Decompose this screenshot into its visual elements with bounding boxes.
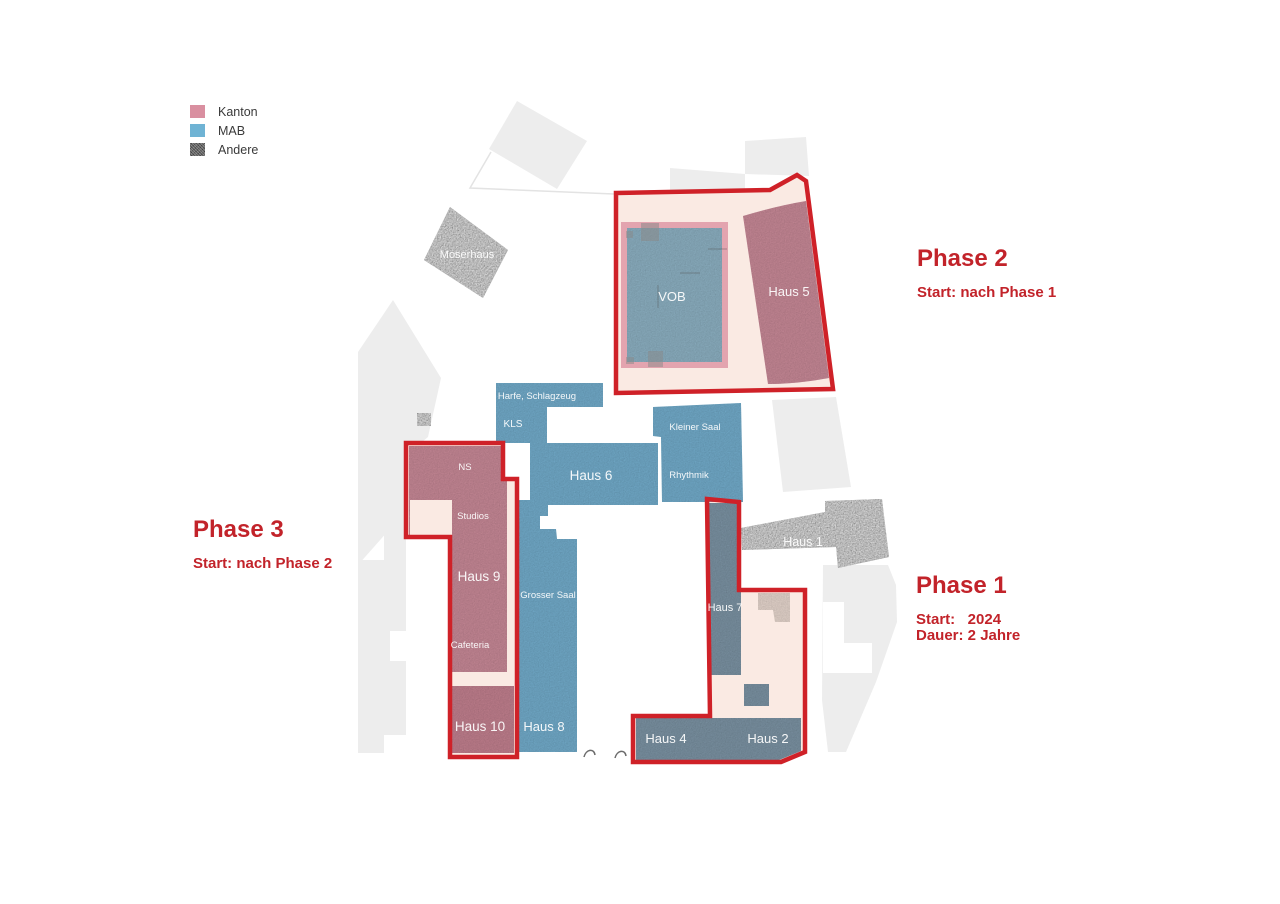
label-cafeteria: Cafeteria <box>451 640 490 651</box>
kanton-swatch <box>190 105 205 118</box>
phase1-outline <box>630 496 808 765</box>
vob-body <box>627 228 722 362</box>
building-haus1 <box>741 499 889 568</box>
mab-swatch <box>190 124 205 137</box>
bg-parcel-top <box>489 101 587 189</box>
legend-label-mab: MAB <box>218 123 246 138</box>
label-haus8: Haus 8 <box>523 719 564 734</box>
label-haus9: Haus 9 <box>458 569 501 584</box>
background-shapes <box>358 101 897 753</box>
mab-buildings <box>496 383 743 752</box>
phase3-title: Phase 3 <box>193 516 284 543</box>
building-haus6-complex <box>496 383 658 505</box>
phase1-start: Start: 2024 <box>916 611 1002 629</box>
label-kleiner-saal: Kleiner Saal <box>669 422 720 433</box>
bg-quad-north-a <box>670 168 745 192</box>
slate-buildings <box>636 503 801 760</box>
entrance-marks <box>583 749 627 759</box>
building-labels: Moserhaus VOB Haus 5 Harfe, Schlagzeug K… <box>440 249 823 746</box>
label-haus1: Haus 1 <box>783 535 823 549</box>
phase3-courtyard <box>410 500 452 536</box>
label-grosser-saal: Grosser Saal <box>520 590 575 601</box>
legend-row-mab: MAB <box>190 121 258 140</box>
label-haus10: Haus 10 <box>455 719 505 734</box>
legend-row-andere: Andere <box>190 140 258 159</box>
phase2-title: Phase 2 <box>917 245 1008 272</box>
vob-deco-b <box>648 351 663 367</box>
building-moserhaus <box>424 207 508 298</box>
label-haus7: Haus 7 <box>708 602 743 614</box>
phase2-annotation: Phase 2 Start: nach Phase 1 <box>917 245 1057 302</box>
legend: Kanton MAB Andere <box>190 102 258 159</box>
phase1-title: Phase 1 <box>916 572 1007 599</box>
label-haus2: Haus 2 <box>747 731 788 746</box>
andere-swatch <box>190 143 205 156</box>
phase2-start: Start: nach Phase 1 <box>917 284 1057 302</box>
label-moserhaus: Moserhaus <box>440 249 495 261</box>
existing-footprint-tan <box>758 593 790 622</box>
entrance-squiggle-a <box>583 749 596 758</box>
label-kls: KLS <box>504 419 523 430</box>
bg-strip-west-a <box>358 560 384 753</box>
andere-buildings <box>424 207 889 568</box>
vob-block <box>621 222 728 368</box>
phase2-outline <box>613 172 836 396</box>
label-studios: Studios <box>457 511 489 522</box>
bg-notch-west <box>390 631 408 661</box>
bg-quad-north-b <box>745 137 809 176</box>
phase3-start: Start: nach Phase 2 <box>193 555 333 573</box>
phase3-outline <box>403 440 520 760</box>
vob-deco-a <box>641 223 659 241</box>
vob-deco-c <box>626 231 633 238</box>
phase1-annotation: Phase 1 Start: 2024 Dauer: 2 Jahre <box>916 572 1021 644</box>
legend-label-kanton: Kanton <box>218 104 258 119</box>
building-grosser-saal <box>519 500 577 667</box>
bg-street-west <box>358 300 441 565</box>
building-haus10 <box>452 686 514 753</box>
building-haus5 <box>743 201 829 384</box>
bg-strip-west-b <box>384 513 406 735</box>
legend-label-andere: Andere <box>218 142 259 157</box>
label-vob: VOB <box>658 289 685 304</box>
label-haus6: Haus 6 <box>570 468 613 483</box>
building-kleiner-saal-rhythmik <box>653 403 743 502</box>
label-haus5: Haus 5 <box>768 284 809 299</box>
phase1-dauer: Dauer: 2 Jahre <box>916 626 1021 644</box>
vob-deco-d <box>626 357 634 364</box>
label-haus4: Haus 4 <box>645 731 686 746</box>
bg-quad-east-upper <box>772 397 851 492</box>
bg-notch-east <box>823 602 872 673</box>
legend-row-kanton: Kanton <box>190 102 258 121</box>
building-haus8 <box>518 623 577 752</box>
entrance-squiggle-b <box>614 750 627 759</box>
building-haus9-block <box>409 446 507 672</box>
building-haus7 <box>708 503 741 675</box>
small-dark-square <box>417 413 431 426</box>
label-harfe-schlagzeug: Harfe, Schlagzeug <box>498 391 576 402</box>
bg-parcel-line <box>468 151 615 195</box>
building-haus4-haus2-bar <box>636 718 801 760</box>
label-ns: NS <box>458 462 471 473</box>
label-rhythmik: Rhythmik <box>669 470 709 481</box>
phase3-annotation: Phase 3 Start: nach Phase 2 <box>193 516 333 573</box>
building-small-slate <box>744 684 769 706</box>
